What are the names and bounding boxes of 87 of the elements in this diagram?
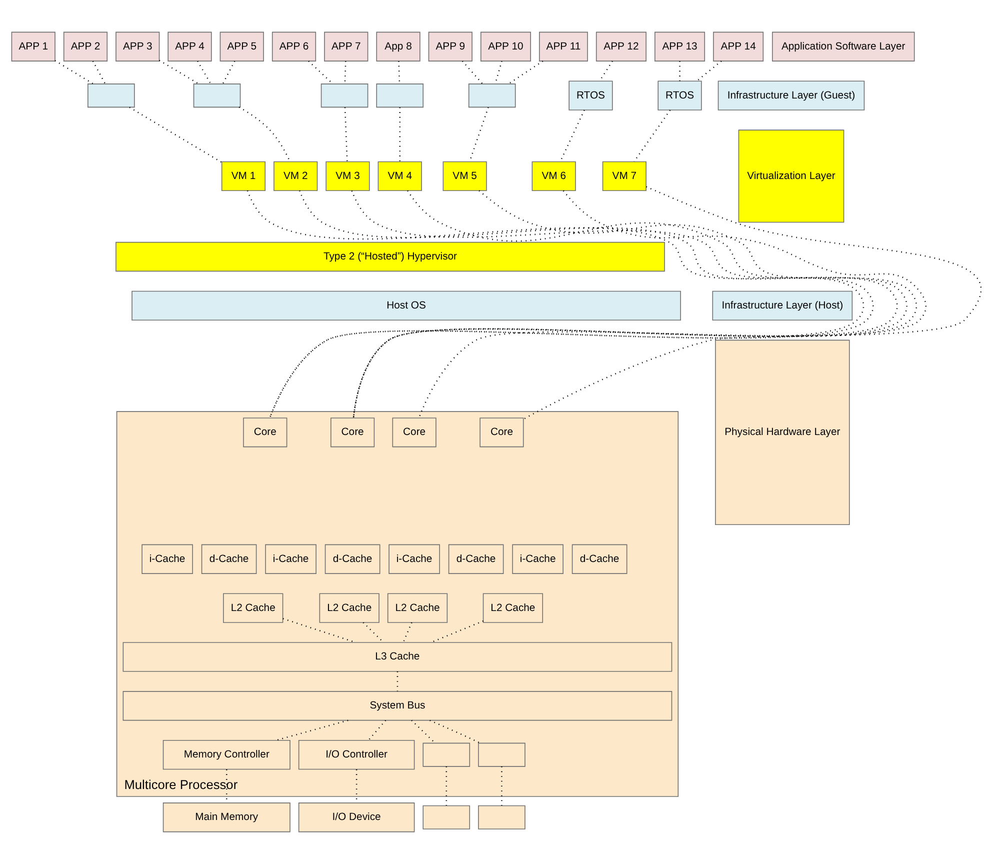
connector bbox=[308, 60, 334, 84]
connector bbox=[696, 60, 722, 82]
node-box: VM 2 bbox=[274, 160, 318, 190]
node-box: i-Cache bbox=[265, 544, 316, 574]
node-box: Core bbox=[392, 417, 436, 447]
node-box: VM 7 bbox=[602, 160, 646, 190]
node-box: Infrastructure Layer (Guest) bbox=[718, 80, 865, 110]
node-box: Core bbox=[243, 417, 288, 447]
node-box: Host OS bbox=[132, 290, 681, 320]
node-box: APP 12 bbox=[596, 31, 646, 61]
node-box: APP 2 bbox=[63, 31, 108, 61]
connector bbox=[92, 60, 106, 84]
node-box: APP 9 bbox=[428, 31, 472, 61]
connector bbox=[430, 620, 484, 643]
node-box: RTOS bbox=[658, 80, 702, 110]
node-box: APP 3 bbox=[116, 31, 160, 61]
node-box: Core bbox=[330, 417, 375, 447]
connector bbox=[129, 106, 222, 162]
node-box bbox=[88, 83, 135, 108]
connector bbox=[462, 60, 483, 84]
node-box: VM 4 bbox=[378, 160, 422, 190]
node-box: APP 7 bbox=[324, 31, 368, 61]
node-box bbox=[468, 83, 516, 108]
node-box: d-Cache bbox=[572, 544, 628, 574]
connector bbox=[276, 719, 348, 740]
node-box: Application Software Layer bbox=[772, 31, 915, 61]
connector bbox=[679, 60, 680, 80]
connector bbox=[222, 60, 236, 84]
node-box: d-Cache bbox=[324, 544, 380, 574]
connector bbox=[599, 60, 613, 81]
node-box: APP 10 bbox=[480, 31, 531, 61]
node-box: L2 Cache bbox=[319, 592, 380, 622]
node-box: i-Cache bbox=[142, 544, 193, 574]
node-box bbox=[478, 804, 526, 829]
node-box bbox=[478, 742, 526, 766]
node-box: L2 Cache bbox=[482, 592, 544, 622]
node-box: Type 2 (“Hosted”) Hypervisor bbox=[116, 241, 665, 272]
node-box: APP 1 bbox=[11, 31, 56, 61]
node-box: L3 Cache bbox=[122, 642, 672, 672]
node-box bbox=[320, 83, 368, 108]
node-box: VM 5 bbox=[442, 160, 487, 190]
node-box: APP 4 bbox=[168, 31, 212, 61]
node-box: VM 3 bbox=[326, 160, 370, 190]
connector bbox=[430, 719, 480, 744]
connector bbox=[634, 109, 671, 162]
node-box: VM 6 bbox=[532, 160, 576, 190]
connector bbox=[54, 60, 94, 84]
connector bbox=[368, 719, 386, 740]
node-box: Core bbox=[480, 417, 524, 447]
connector bbox=[344, 106, 348, 162]
node-box: Virtualization Layer bbox=[738, 129, 844, 222]
node-box: i-Cache bbox=[512, 544, 564, 574]
node-box bbox=[422, 742, 470, 766]
node-box: APP 5 bbox=[220, 31, 264, 61]
node-box: APP 11 bbox=[539, 31, 588, 61]
node-box: VM 1 bbox=[221, 160, 266, 190]
connector bbox=[523, 186, 981, 420]
node-box: I/O Controller bbox=[298, 739, 415, 770]
connector bbox=[238, 106, 291, 162]
node-box: RTOS bbox=[568, 80, 613, 110]
node-box: d-Cache bbox=[201, 544, 257, 574]
node-box: i-Cache bbox=[388, 544, 440, 574]
node-box: I/O Device bbox=[298, 802, 415, 832]
node-box: Main Memory bbox=[162, 802, 290, 832]
connector bbox=[411, 719, 436, 743]
node-box: L2 Cache bbox=[387, 592, 448, 622]
node-box: L2 Cache bbox=[223, 592, 284, 622]
node-box: Infrastructure Layer (Host) bbox=[712, 290, 853, 320]
node-box: d-Cache bbox=[448, 544, 504, 574]
node-box bbox=[422, 804, 470, 829]
connector bbox=[494, 60, 502, 84]
connector bbox=[402, 622, 412, 642]
node-box bbox=[376, 83, 424, 108]
node-box: System Bus bbox=[122, 690, 672, 720]
connector bbox=[197, 60, 212, 84]
node-box bbox=[193, 83, 241, 108]
node-box: APP 6 bbox=[272, 31, 316, 61]
node-box: Physical Hardware Layer bbox=[715, 339, 850, 525]
connector bbox=[158, 59, 200, 84]
node-box: App 8 bbox=[376, 31, 420, 61]
node-box: APP 13 bbox=[654, 31, 706, 61]
node-box: APP 14 bbox=[713, 31, 764, 61]
connector bbox=[362, 622, 384, 642]
connector bbox=[560, 109, 585, 162]
connector bbox=[508, 60, 544, 84]
node-box: Memory Controller bbox=[162, 739, 290, 770]
connector bbox=[468, 106, 489, 162]
